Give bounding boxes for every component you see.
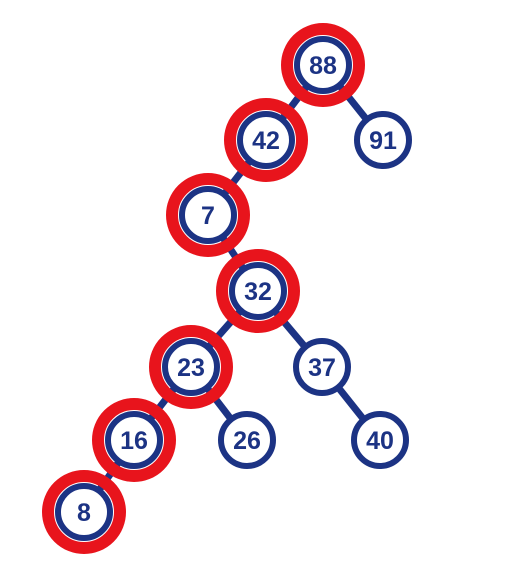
- node-circle: [179, 186, 237, 244]
- node-label: 8: [77, 499, 91, 527]
- node-label: 40: [366, 427, 394, 455]
- highlight-ring: [42, 470, 126, 554]
- tree-node-37: 37: [293, 338, 351, 396]
- tree-node-88: 88: [281, 23, 365, 107]
- tree-node-26: 26: [218, 411, 276, 469]
- tree-node-7: 7: [166, 173, 250, 257]
- tree-node-91: 91: [354, 111, 412, 169]
- tree-node-8: 8: [42, 470, 126, 554]
- node-label: 7: [201, 202, 215, 230]
- node-circle: [55, 483, 113, 541]
- node-circle: [229, 262, 287, 320]
- highlight-ring: [92, 398, 176, 482]
- node-circle: [354, 111, 412, 169]
- node-circle: [218, 411, 276, 469]
- highlight-ring: [216, 249, 300, 333]
- highlight-ring: [166, 173, 250, 257]
- node-circle: [105, 411, 163, 469]
- tree-node-42: 42: [224, 98, 308, 182]
- tree-node-40: 40: [351, 411, 409, 469]
- node-circle: [162, 338, 220, 396]
- tree-node-16: 16: [92, 398, 176, 482]
- node-circle: [294, 36, 352, 94]
- node-label: 23: [177, 354, 205, 382]
- highlight-ring: [224, 98, 308, 182]
- node-circle: [351, 411, 409, 469]
- tree-node-23: 23: [149, 325, 233, 409]
- node-label: 32: [244, 278, 272, 306]
- node-circle: [237, 111, 295, 169]
- tree-node-32: 32: [216, 249, 300, 333]
- node-label: 91: [369, 127, 397, 155]
- node-label: 26: [233, 427, 261, 455]
- tree-nodes: 88 42 91 7 32 23 37 16 26 40 8: [42, 23, 412, 554]
- node-label: 42: [252, 127, 280, 155]
- node-label: 16: [120, 427, 148, 455]
- node-label: 37: [308, 354, 336, 382]
- highlight-ring: [281, 23, 365, 107]
- node-label: 88: [309, 52, 337, 80]
- highlight-ring: [149, 325, 233, 409]
- node-circle: [293, 338, 351, 396]
